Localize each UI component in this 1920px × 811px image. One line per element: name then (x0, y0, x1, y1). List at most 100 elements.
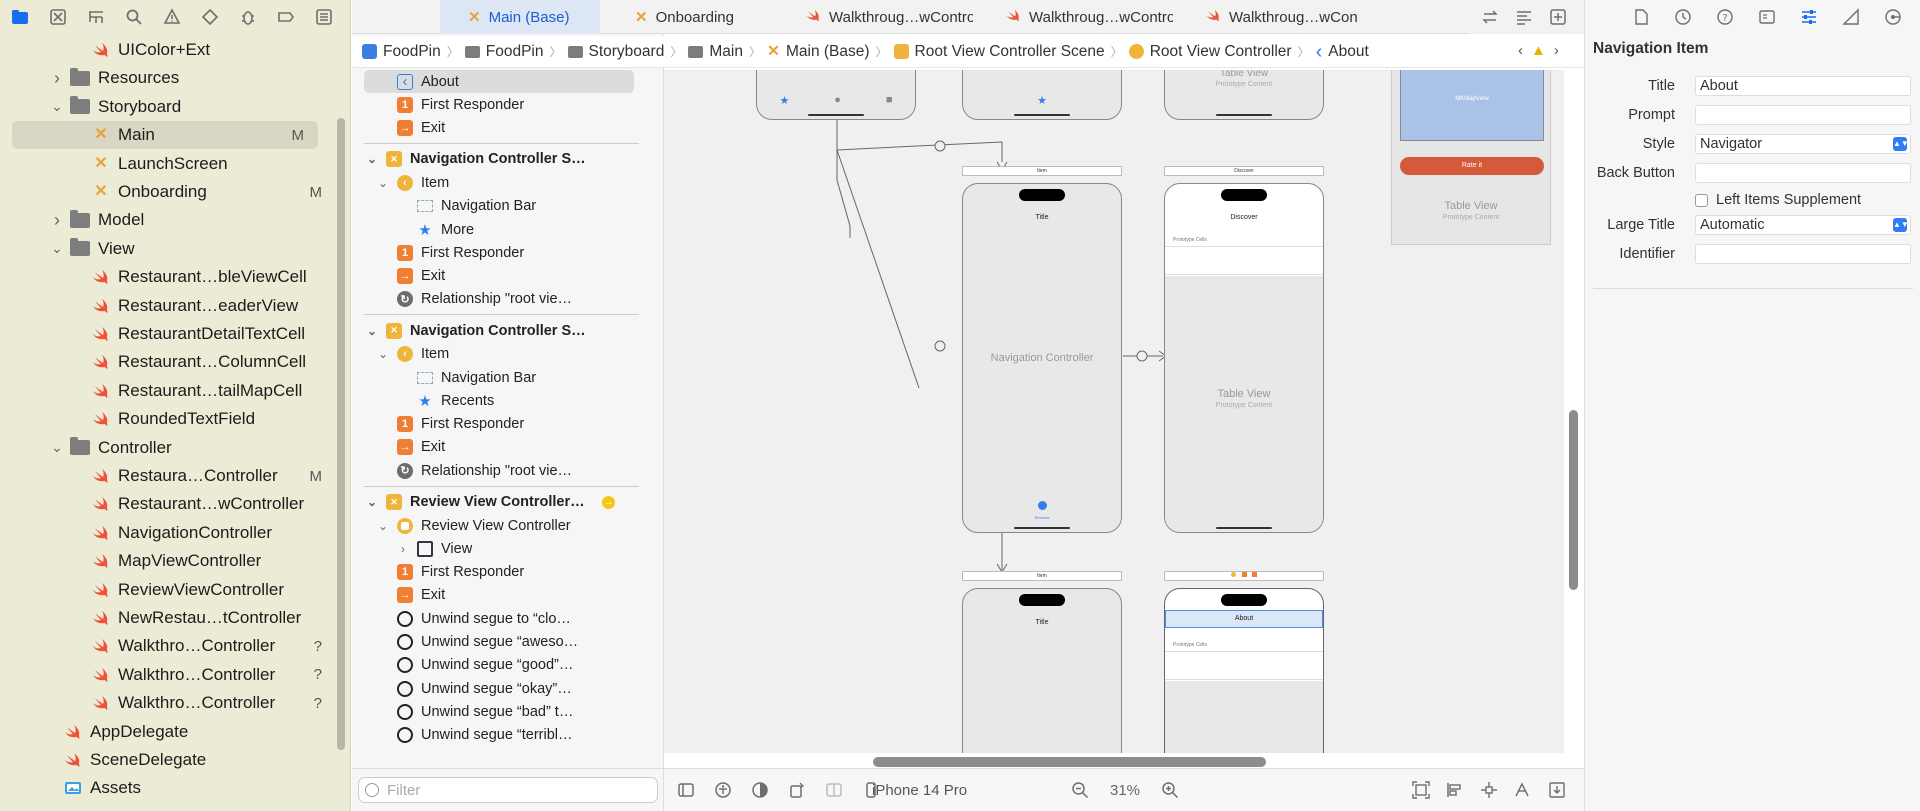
outline-row[interactable]: ★More (352, 218, 652, 241)
chevron-down-icon[interactable]: ⌄ (51, 439, 63, 456)
title-field[interactable]: About (1695, 76, 1911, 96)
folder-icon[interactable] (8, 5, 32, 29)
resolve-issues-icon[interactable] (1511, 778, 1535, 802)
breadcrumb-item[interactable]: FoodPin (464, 43, 543, 61)
navigation-controller-scene[interactable]: Title Navigation Controller Recents (962, 183, 1122, 533)
outline-row[interactable]: Unwind segue “okay”… (352, 677, 652, 700)
chevron-down-icon[interactable]: ⌄ (51, 240, 63, 257)
tab-bar-controller-scene[interactable]: ★ ● ■ (756, 70, 916, 120)
split-icon[interactable] (822, 778, 846, 802)
update-frames-icon[interactable] (1409, 778, 1433, 802)
navigator-file[interactable]: Restaurant…ColumnCell (0, 348, 336, 376)
outline-row[interactable]: ⌄‹Item (352, 343, 652, 366)
table-view-scene-top[interactable]: Table View Prototype Content (1164, 70, 1324, 120)
outline-row[interactable]: →Exit (352, 584, 652, 607)
navigator-folder[interactable]: ›Model (0, 206, 336, 234)
navigator-file[interactable]: NewRestau…tController (0, 604, 336, 632)
warning-icon[interactable]: ▲ (1531, 42, 1546, 59)
test-icon[interactable] (198, 5, 222, 29)
outline-row[interactable]: Unwind segue “aweso… (352, 631, 652, 654)
chevron-right-icon[interactable]: › (401, 541, 405, 556)
navigator-folder[interactable]: ›Resources (0, 64, 336, 92)
navigator-folder[interactable]: ⌄View (0, 235, 336, 263)
recents-nav-scene[interactable]: ★ (962, 70, 1122, 120)
appearance-icon[interactable] (748, 778, 772, 802)
lines-icon[interactable] (1512, 5, 1536, 29)
debug-icon[interactable] (236, 5, 260, 29)
breadcrumb-item[interactable]: Main (688, 43, 743, 61)
editor-tab[interactable]: ✕Main (Base) (440, 0, 600, 34)
navigator-file[interactable]: ReviewViewController (0, 576, 336, 604)
outline-scene-row[interactable]: ⌄✕Navigation Controller S… (352, 319, 652, 342)
symbol-icon[interactable] (84, 5, 108, 29)
device-selector[interactable]: iPhone 14 Pro (872, 781, 968, 799)
scene-header[interactable]: Item (962, 571, 1122, 581)
accessibility-icon[interactable] (711, 778, 735, 802)
chevron-down-icon[interactable]: ⌄ (51, 98, 63, 115)
navigator-file[interactable]: Walkthro…Controller? (0, 689, 336, 717)
review-scene[interactable]: MKMapView Rate it Table View Prototype C… (1391, 70, 1551, 245)
align-icon[interactable] (1443, 778, 1467, 802)
chevron-right-icon[interactable]: › (54, 209, 60, 230)
editor-tab[interactable]: Walkthroug…wController (778, 0, 973, 34)
about-nav-item[interactable]: About (1165, 610, 1323, 628)
attributes-inspector-icon[interactable] (1797, 5, 1821, 29)
next-issue-icon[interactable]: › (1553, 42, 1559, 59)
outline-row[interactable]: Unwind segue “good”… (352, 654, 652, 677)
chevron-right-icon[interactable]: › (54, 67, 60, 88)
outline-row[interactable]: Unwind segue “bad” t… (352, 700, 652, 723)
root-nav-controller-scene[interactable]: Title (962, 588, 1122, 753)
navigator-file[interactable]: Walkthro…Controller? (0, 632, 336, 660)
outline-row[interactable]: →Exit (352, 117, 652, 140)
outline-filter-field[interactable]: Filter (358, 777, 658, 803)
prompt-field[interactable] (1695, 105, 1911, 125)
navigator-file[interactable]: ✕LaunchScreen (0, 150, 336, 178)
outline-row[interactable]: Navigation Bar (352, 366, 652, 389)
breadcrumb-item[interactable]: Root View Controller Scene (893, 43, 1105, 61)
left-items-checkbox[interactable] (1695, 193, 1708, 207)
chevron-down-icon[interactable]: ⌄ (377, 347, 389, 362)
find-icon[interactable] (122, 5, 146, 29)
breadcrumb-item[interactable]: ‹About (1316, 42, 1369, 62)
canvas-vertical-scrollbar[interactable] (1569, 410, 1578, 590)
zoom-out-icon[interactable] (1068, 778, 1092, 802)
navigator-file[interactable]: NavigationController (0, 519, 336, 547)
add-constraints-icon[interactable] (1477, 778, 1501, 802)
navigator-file[interactable]: RestaurantDetailTextCell (0, 320, 336, 348)
navigator-file[interactable]: Restaurant…bleViewCell (0, 263, 336, 291)
history-inspector-icon[interactable] (1671, 5, 1695, 29)
outline-row[interactable]: ›View (352, 537, 652, 560)
help-inspector-icon[interactable]: ? (1713, 5, 1737, 29)
chevron-down-icon[interactable]: ⌄ (377, 175, 389, 190)
scene-header[interactable]: Item (962, 166, 1122, 176)
source-control-icon[interactable] (46, 5, 70, 29)
navigator-file[interactable]: Walkthro…Controller? (0, 661, 336, 689)
identifier-field[interactable] (1695, 244, 1911, 264)
chevron-down-icon[interactable]: ⌄ (366, 495, 378, 509)
navigator-file[interactable]: AppDelegate (0, 718, 336, 746)
outline-row[interactable]: ↻Relationship "root vie… (352, 459, 652, 482)
breadcrumb-item[interactable]: ✕Main (Base) (767, 42, 870, 61)
navigator-file[interactable]: Restaurant…tailMapCell (0, 377, 336, 405)
outline-scene-row[interactable]: ⌄✕Review View Controller…→ (352, 491, 652, 514)
rate-it-button[interactable]: Rate it (1400, 157, 1544, 175)
outline-row[interactable]: →Exit (352, 436, 652, 459)
navigator-file[interactable]: RoundedTextField (0, 405, 336, 433)
editor-tab[interactable]: Walkthroug…wController (978, 0, 1173, 34)
chevron-down-icon[interactable]: ⌄ (377, 518, 389, 533)
outline-row[interactable]: Unwind segue “terribl… (352, 724, 652, 747)
outline-row[interactable]: →Exit (352, 265, 652, 288)
navigator-folder[interactable]: ⌄Controller (0, 434, 336, 462)
connections-inspector-icon[interactable] (1881, 5, 1905, 29)
back-button-field[interactable] (1695, 163, 1911, 183)
discover-table-scene[interactable]: Discover Prototype Cells Table View Prot… (1164, 183, 1324, 533)
large-title-select[interactable]: Automatic▲▼ (1695, 215, 1911, 235)
swap-icon[interactable] (1478, 5, 1502, 29)
outline-row[interactable]: ‹About (364, 70, 634, 93)
outline-toggle-icon[interactable] (674, 778, 698, 802)
outline-row[interactable]: Navigation Bar (352, 195, 652, 218)
